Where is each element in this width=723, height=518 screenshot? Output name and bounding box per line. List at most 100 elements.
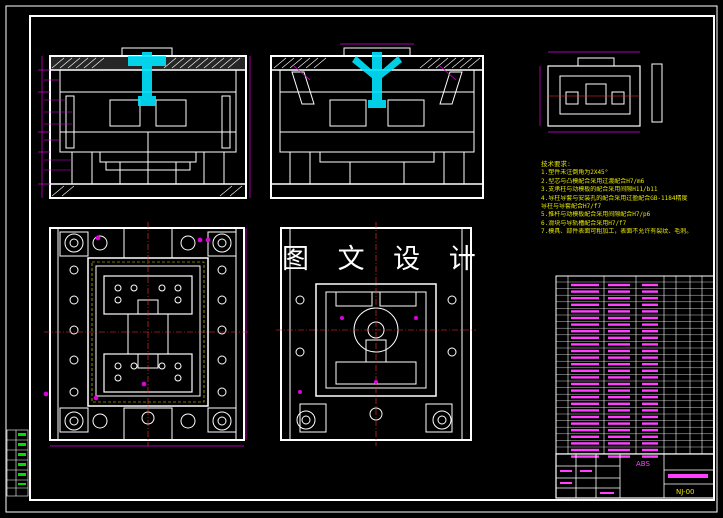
parts-list-cell-mark [642, 356, 658, 359]
parts-list-cell-mark [608, 389, 630, 392]
requirement-item: 1.塑件未注倒角为2X45° [541, 169, 609, 177]
parts-list-cell-mark [608, 316, 630, 320]
parts-list-cell-mark [608, 435, 630, 438]
requirement-item: 6.滑块与导轨槽配合采用H7/f7 [541, 219, 627, 227]
parts-list-cell-mark [642, 435, 658, 438]
parts-list-cell-mark [608, 336, 630, 339]
requirement-item: 2.型芯与凸模配合采用过渡配合H7/m6 [541, 177, 645, 185]
parts-list-cell-mark [571, 343, 599, 346]
parts-list-cell-mark [642, 389, 658, 392]
parts-list-cell-mark [642, 290, 658, 293]
parts-list-cell-mark [571, 455, 599, 458]
parts-list-cell-mark [642, 382, 658, 386]
parts-list-cell-mark [608, 382, 630, 386]
fixed-half-holes [295, 295, 457, 430]
parts-list-cell-mark [608, 396, 630, 399]
parts-list-cell-mark [608, 303, 630, 306]
parts-list-cell-mark [608, 323, 630, 326]
technical-requirements-heading: 技术要求: [541, 160, 571, 168]
parts-list-cell-mark [608, 415, 630, 419]
parts-list-cell-mark [642, 409, 658, 412]
side-sprue [352, 52, 402, 108]
parts-list-cell-mark [642, 415, 658, 419]
parts-list-cell-mark [642, 455, 658, 458]
moving-half-centerlines [44, 222, 250, 446]
front-sprue [128, 52, 166, 106]
parts-list-cell-mark [642, 442, 658, 445]
revision-block [6, 429, 29, 497]
front-leaders [44, 79, 72, 171]
requirement-item: 3.支承柱与动模板的配合采用间隙H11/b11 [541, 186, 658, 194]
moving-half-holes [64, 233, 232, 431]
parts-list-cell-mark [608, 376, 630, 379]
parts-list-cell-mark [571, 442, 599, 445]
parts-list-cell-mark [608, 363, 630, 366]
moving-half-plan-view [49, 227, 245, 441]
front-dimensions [38, 56, 251, 198]
parts-list-cell-mark [571, 435, 599, 438]
parts-list-cell-mark [642, 422, 658, 425]
title-block [555, 453, 715, 499]
parts-list-cell-mark [571, 382, 599, 386]
side-dimensions [293, 43, 457, 81]
parts-list-cell-mark [571, 376, 599, 379]
parts-list-cell-mark [608, 402, 630, 405]
parts-list-cell-mark [642, 316, 658, 320]
parts-list-cell-mark [642, 402, 658, 405]
parts-list-cell-mark [642, 336, 658, 339]
parts-list-cell-mark [608, 283, 630, 287]
revision-block-marks [18, 433, 26, 485]
requirement-item: 7.模具、部件表面可粗加工，表面不允许有裂纹、毛刺。 [541, 228, 693, 236]
side-section-hatch [273, 57, 481, 69]
parts-list-cell-mark [571, 303, 599, 306]
parts-list-cell-mark [571, 356, 599, 359]
parts-list-cell-mark [642, 343, 658, 346]
drawing-watermark-title: 图 文 设 计 [282, 244, 486, 275]
requirement-item: 5.推杆与动模板配合采用间隙配合H7/p6 [541, 211, 651, 219]
parts-list-cell-mark [608, 290, 630, 293]
parts-list-cell-mark [571, 310, 599, 313]
requirement-item: 导柱与导套配合H7/f7 [541, 203, 602, 211]
title-block-marks [560, 470, 708, 494]
title-block-drawing-number: NJ-00 [676, 488, 695, 496]
parts-list-cell-mark [608, 455, 630, 458]
parts-list-cell-mark [608, 369, 630, 372]
parts-list-cell-mark [571, 429, 599, 432]
fixed-half-dimensions [298, 316, 418, 394]
parts-list-cell-mark [642, 310, 658, 313]
parts-list-cell-mark [642, 330, 658, 333]
technical-requirements: 技术要求: 1.塑件未注倒角为2X45° 2.型芯与凸模配合采用过渡配合H7/m… [541, 160, 721, 237]
parts-list-cell-mark [608, 429, 630, 432]
parts-list-cell-mark [608, 297, 630, 300]
parts-list-cell-mark [571, 330, 599, 333]
parts-list-cell-mark [608, 422, 630, 425]
parts-list-cell-mark [642, 429, 658, 432]
parts-list-cell-mark [608, 356, 630, 359]
requirement-item: 4.导柱导套与安装孔的配合采用过盈配合GB-1184精度 [541, 194, 688, 202]
parts-list-cell-mark [642, 323, 658, 326]
parts-list-cell-mark [608, 448, 630, 452]
parts-list-cell-mark [571, 369, 599, 372]
parts-list-cell-mark [642, 396, 658, 399]
parts-list-cell-mark [608, 442, 630, 445]
parts-list-cell-mark [571, 363, 599, 366]
parts-list-cell-mark [571, 422, 599, 425]
fixed-half-centerlines [276, 222, 476, 446]
drawing-border-outer [5, 5, 718, 513]
parts-list-marks [571, 283, 658, 458]
parts-list-cell-mark [642, 349, 658, 353]
parts-list-cell-mark [571, 409, 599, 412]
parts-list-cell-mark [571, 290, 599, 293]
parts-list-cell-mark [571, 396, 599, 399]
parts-list-cell-mark [642, 303, 658, 306]
parts-list-cell-mark [571, 448, 599, 452]
parts-list-cell-mark [571, 349, 599, 353]
parts-list-cell-mark [608, 343, 630, 346]
parts-list-cell-mark [571, 323, 599, 326]
parts-list-cell-mark [642, 297, 658, 300]
parts-list-cell-mark [571, 297, 599, 300]
moving-half-dimensions [43, 228, 247, 447]
part-detail-view [547, 57, 663, 127]
parts-list-cell-mark [608, 310, 630, 313]
